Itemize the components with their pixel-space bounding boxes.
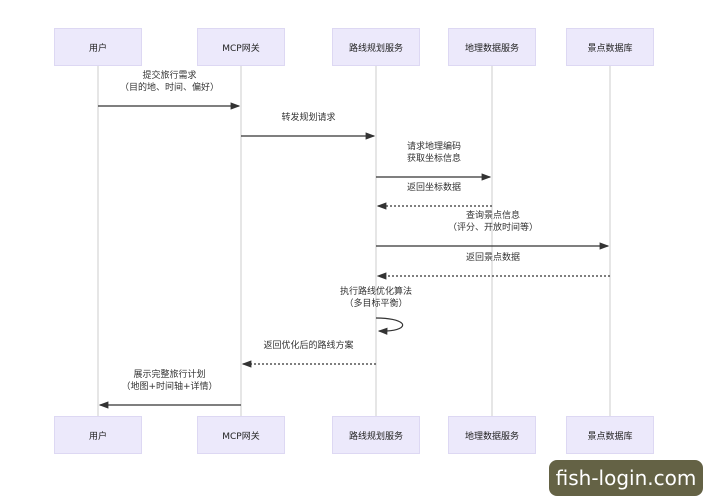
self-message-arrow [375, 317, 404, 335]
message-label: 获取坐标信息 [406, 154, 462, 164]
bottom-participant-box: 用户 [54, 416, 142, 454]
top-participant-box: MCP网关 [197, 28, 285, 66]
bottom-participant-box: 路线规划服务 [332, 416, 420, 454]
message-label: 返回坐标数据 [406, 183, 462, 193]
message-label: 返回景点数据 [465, 253, 521, 263]
message-label: 执行路线优化算法 [339, 287, 413, 297]
bottom-participant-box: 景点数据库 [566, 416, 654, 454]
message-label: （多目标平衡） [344, 299, 408, 309]
message-label: 返回优化后的路线方案 [263, 341, 354, 351]
message-label: 请求地理编码 [406, 142, 462, 152]
message-label: （评分、开放时间等） [447, 223, 539, 233]
message-label: 查询景点信息 [465, 211, 521, 221]
top-participant-box: 景点数据库 [566, 28, 654, 66]
top-participant-box: 地理数据服务 [448, 28, 536, 66]
top-participant-box: 路线规划服务 [332, 28, 420, 66]
message-label: （目的地、时间、偏好） [119, 83, 220, 93]
message-label: 展示完整旅行计划 [133, 370, 206, 380]
message-label: 提交旅行需求 [142, 71, 197, 81]
top-participant-box: 用户 [54, 28, 142, 66]
bottom-participant-box: 地理数据服务 [448, 416, 536, 454]
message-label: 转发规划请求 [281, 113, 336, 123]
bottom-participant-box: MCP网关 [197, 416, 285, 454]
message-label: （地图+时间轴+详情） [121, 382, 218, 392]
watermark: fish-login.com [549, 460, 703, 496]
